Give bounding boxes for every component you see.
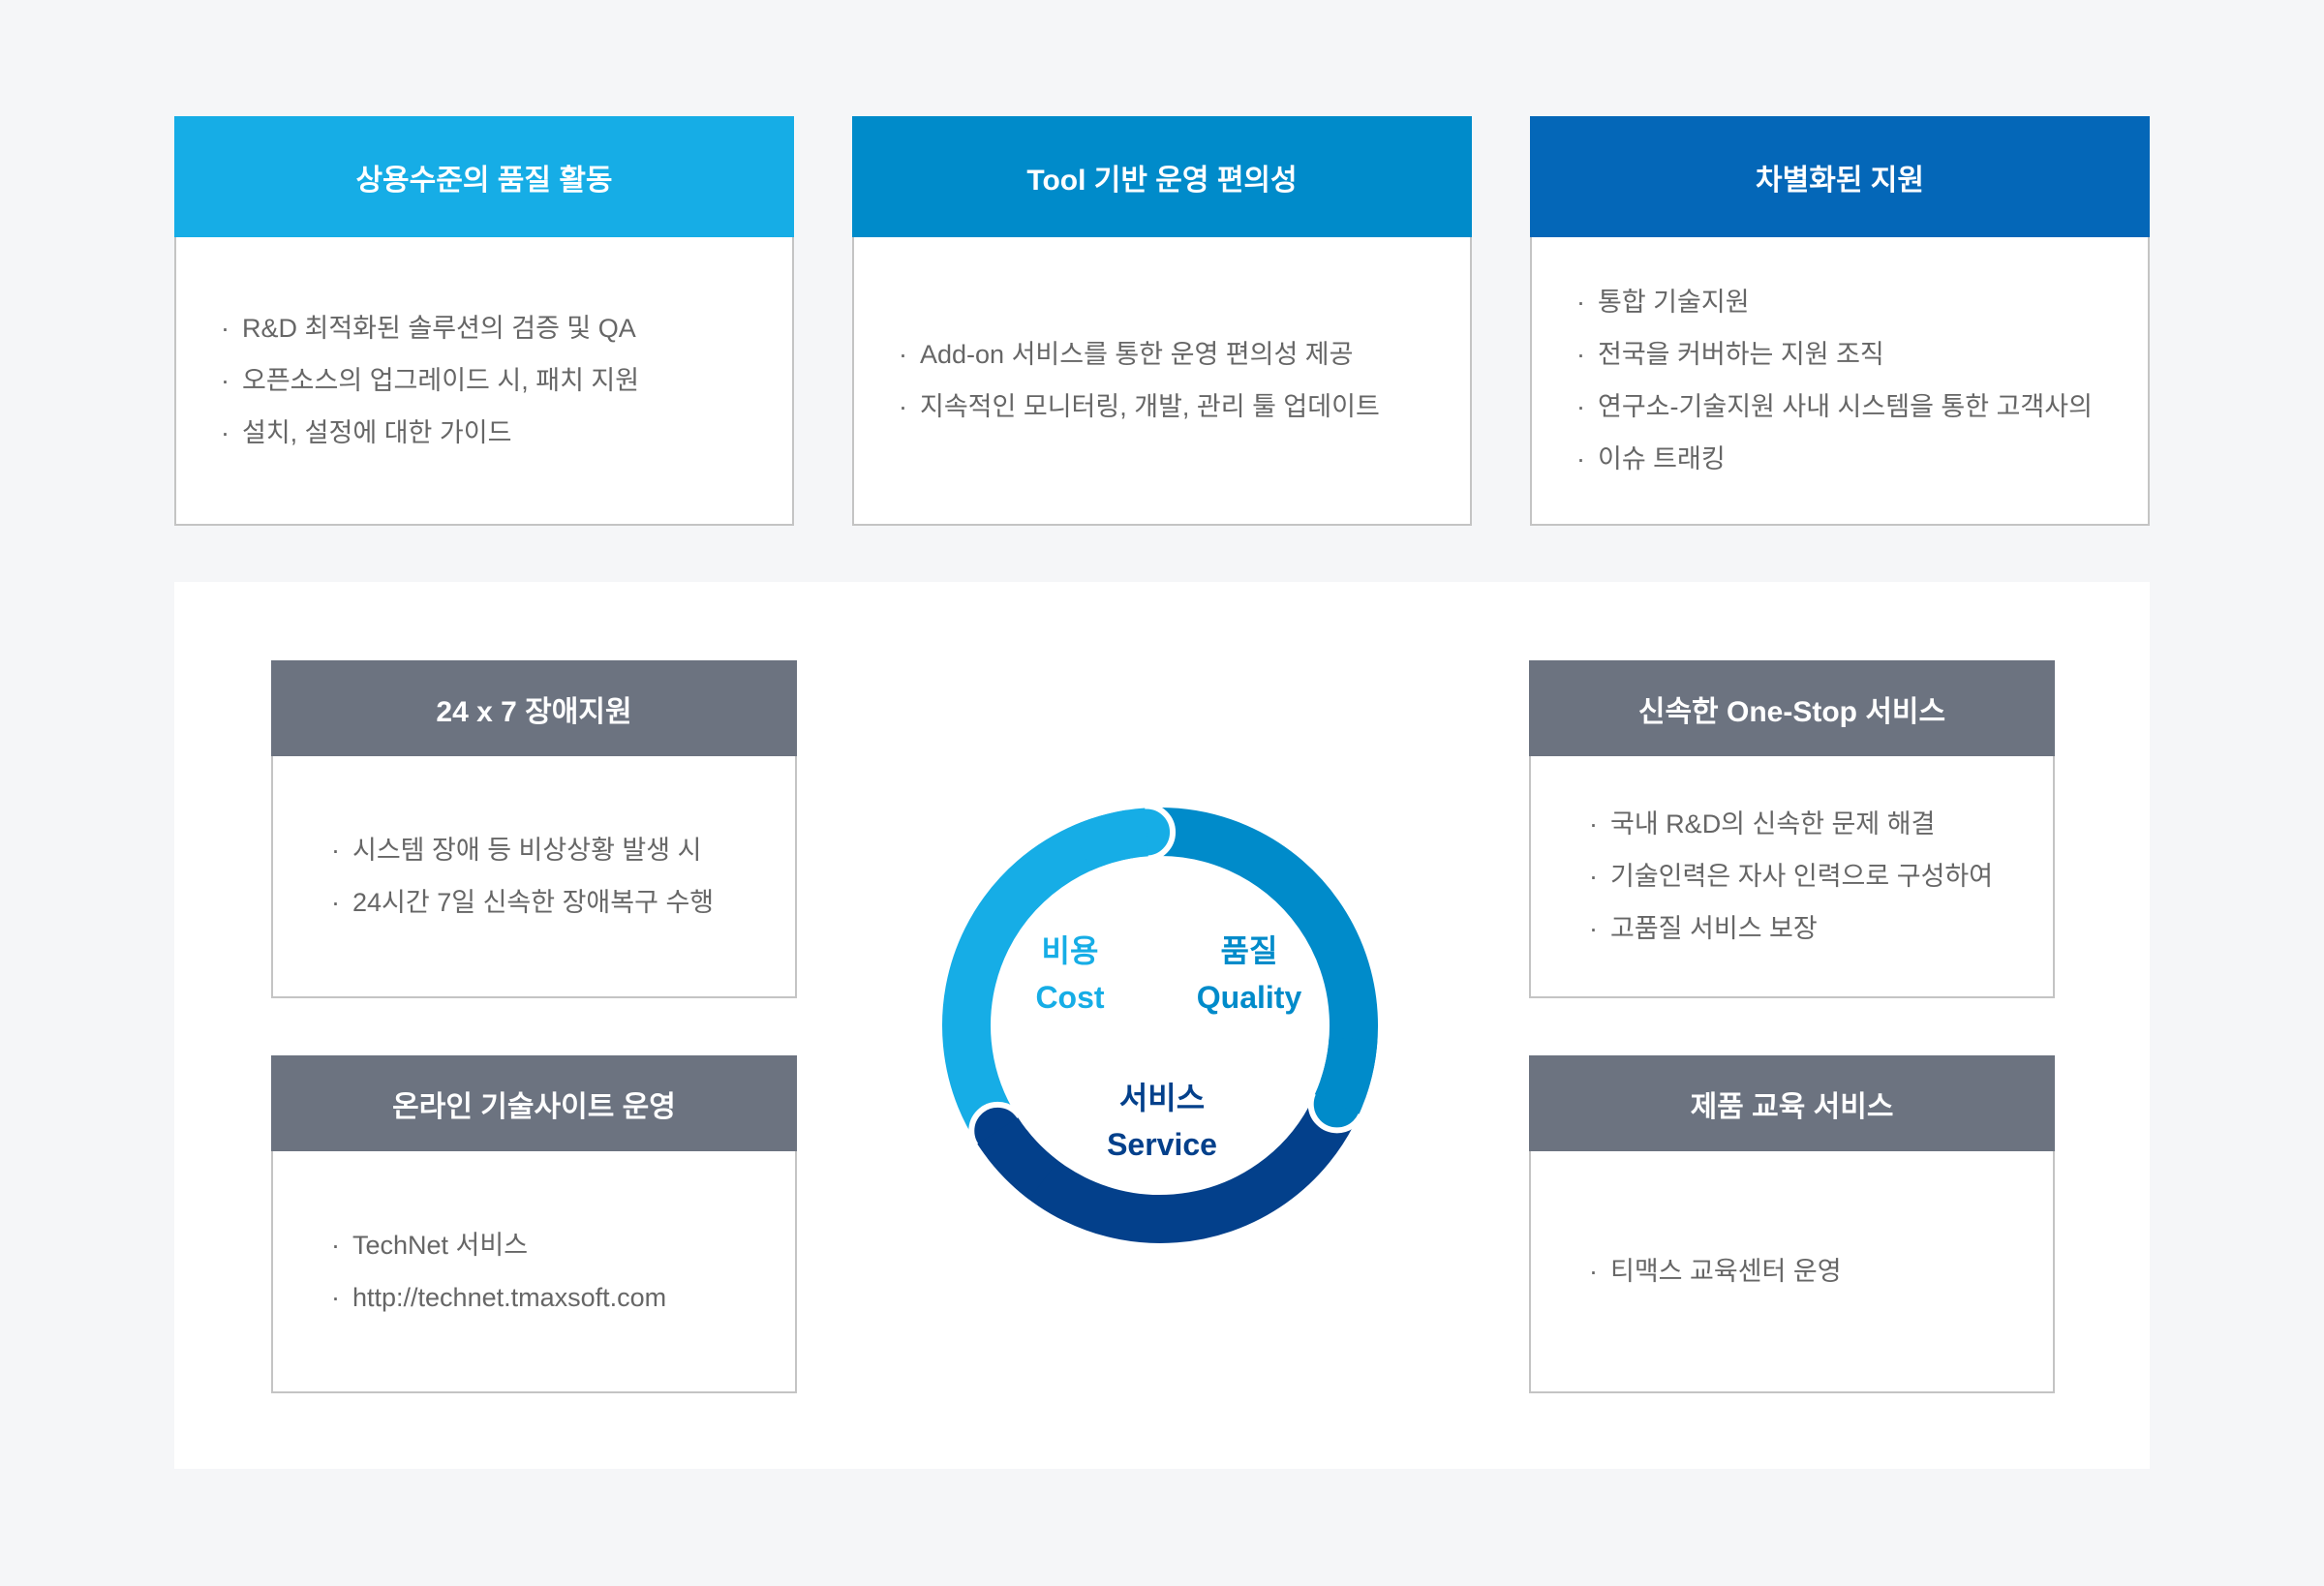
card-24x7-support: 24 x 7 장애지원 시스템 장애 등 비상상황 발생 시 24시간 7일 신… xyxy=(271,660,797,998)
card-online-tech-site: 온라인 기술사이트 운영 TechNet 서비스 http://technet.… xyxy=(271,1055,797,1393)
card-title: 24 x 7 장애지원 xyxy=(271,660,797,756)
list-item-continued: 고품질 서비스 보장 xyxy=(1589,902,1995,955)
list-item: 통합 기술지원 xyxy=(1576,276,2103,328)
card-title: Tool 기반 운영 편의성 xyxy=(852,116,1472,237)
quality-label: 품질 Quality xyxy=(1177,928,1322,1021)
card-title: 상용수준의 품질 활동 xyxy=(174,116,794,237)
list-item: 지속적인 모니터링, 개발, 관리 툴 업데이트 xyxy=(899,381,1425,433)
list-item: 연구소-기술지원 사내 시스템을 통한 고객사의 xyxy=(1576,381,2103,433)
cost-arc-end xyxy=(1071,808,1149,871)
card-differentiated-support: 차별화된 지원 통합 기술지원 전국을 커버하는 지원 조직 연구소-기술지원 … xyxy=(1530,116,2150,526)
service-label: 서비스 Service xyxy=(1075,1075,1249,1168)
service-label-en: Service xyxy=(1107,1127,1217,1162)
cost-label-en: Cost xyxy=(1035,980,1105,1015)
list-item: 국내 R&D의 신속한 문제 해결 xyxy=(1589,798,1995,850)
list-item: 설치, 설정에 대한 가이드 xyxy=(221,407,748,459)
card-title: 제품 교육 서비스 xyxy=(1529,1055,2055,1151)
card-title: 온라인 기술사이트 운영 xyxy=(271,1055,797,1151)
card-one-stop-service: 신속한 One-Stop 서비스 국내 R&D의 신속한 문제 해결 기술인력은… xyxy=(1529,660,2055,998)
service-label-ko: 서비스 xyxy=(1118,1081,1206,1115)
card-product-education: 제품 교육 서비스 티맥스 교육센터 운영 xyxy=(1529,1055,2055,1393)
list-item: 오픈소스의 업그레이드 시, 패치 지원 xyxy=(221,354,748,407)
list-item: 전국을 커버하는 지원 조직 xyxy=(1576,328,2103,381)
list-item: 시스템 장애 등 비상상황 발생 시 xyxy=(331,824,737,876)
cost-quality-service-ring xyxy=(942,803,1378,1243)
list-item: TechNet 서비스 xyxy=(331,1219,737,1271)
service-arc-end xyxy=(977,1116,1059,1200)
list-item: 티맥스 교육센터 운영 xyxy=(1589,1245,1995,1297)
cost-label: 비용 Cost xyxy=(997,928,1143,1021)
card-tool-convenience: Tool 기반 운영 편의성 Add-on 서비스를 통한 운영 편의성 제공 … xyxy=(852,116,1472,526)
list-item: Add-on 서비스를 통한 운영 편의성 제공 xyxy=(899,328,1425,381)
cost-label-ko: 비용 xyxy=(1041,933,1099,968)
technet-link[interactable]: http://technet.tmaxsoft.com xyxy=(331,1271,737,1324)
quality-label-en: Quality xyxy=(1196,980,1302,1015)
card-title: 차별화된 지원 xyxy=(1530,116,2150,237)
card-quality-activity: 상용수준의 품질 활동 R&D 최적화된 솔루션의 검증 및 QA 오픈소스의 … xyxy=(174,116,794,526)
list-item: 기술인력은 자사 인력으로 구성하여 xyxy=(1589,850,1995,902)
quality-arc-end xyxy=(1314,1036,1378,1114)
quality-label-ko: 품질 xyxy=(1220,933,1278,968)
list-item-continued: 이슈 트래킹 xyxy=(1576,433,2103,485)
list-item: R&D 최적화된 솔루션의 검증 및 QA xyxy=(221,302,748,354)
card-title: 신속한 One-Stop 서비스 xyxy=(1529,660,2055,756)
list-item-continued: 24시간 7일 신속한 장애복구 수행 xyxy=(331,876,737,929)
